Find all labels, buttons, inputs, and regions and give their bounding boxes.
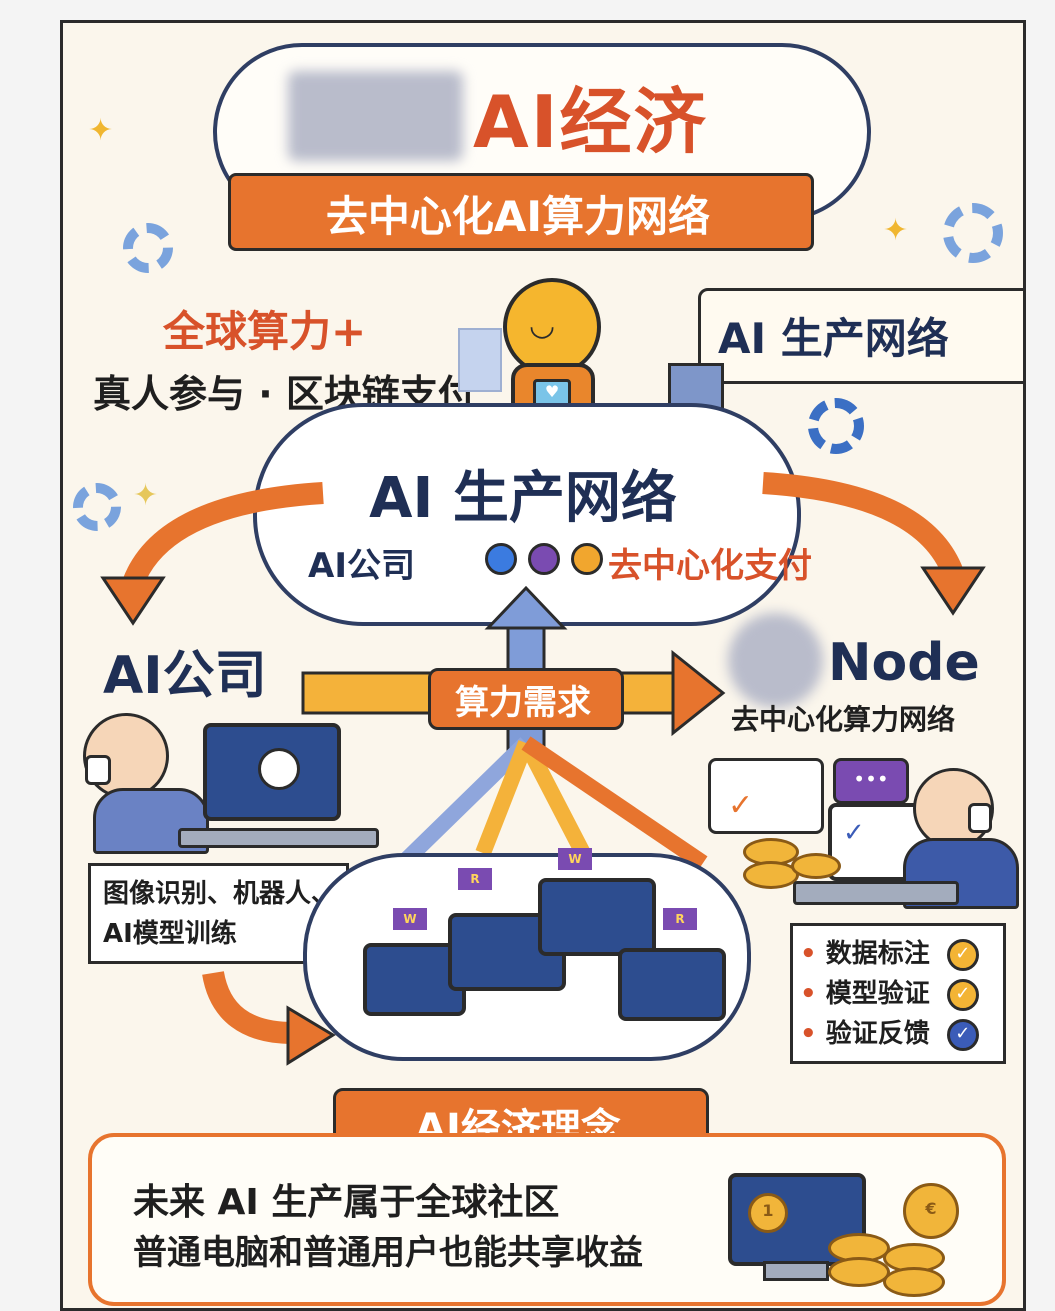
redacted-brand bbox=[288, 71, 463, 161]
node-monitor-check-icon: ✓ bbox=[843, 818, 865, 848]
node-title: Node bbox=[828, 633, 980, 693]
task-item-model-validation: • 模型验证 ✓ bbox=[800, 973, 979, 1011]
checkmark-icon: ✓ bbox=[946, 938, 979, 971]
flag-icon: W bbox=[558, 848, 592, 870]
production-network-label: AI 生产网络 bbox=[718, 314, 949, 363]
robot-face: ◡ bbox=[529, 308, 556, 343]
redacted-node-brand bbox=[728, 613, 823, 708]
coin-stack-icon bbox=[828, 1257, 890, 1287]
central-ai-company-label: AI公司 bbox=[308, 546, 415, 586]
arrow-right-head bbox=[920, 566, 986, 616]
central-payment-label: 去中心化支付 bbox=[608, 546, 812, 586]
headset-icon bbox=[85, 755, 111, 785]
sparkle-icon: ✦ bbox=[883, 213, 909, 248]
task-item-data-labeling: • 数据标注 ✓ bbox=[800, 933, 979, 971]
node-subtitle: 去中心化算力网络 bbox=[731, 703, 956, 736]
global-compute-heading: 全球算力+ bbox=[163, 307, 367, 356]
robot-face-icon bbox=[258, 748, 300, 790]
philosophy-line-1: 未来 AI 生产属于全球社区 bbox=[133, 1182, 560, 1223]
location-pin-icon bbox=[571, 543, 603, 575]
sparkle-icon: ✦ bbox=[133, 478, 159, 513]
subtitle-text: 去中心化AI算力网络 bbox=[325, 192, 711, 241]
distribution-beam bbox=[518, 739, 591, 857]
distribution-beam bbox=[475, 740, 534, 856]
flag-icon: R bbox=[663, 908, 697, 930]
checkmark-icon: ✓ bbox=[946, 1018, 979, 1051]
gear-icon bbox=[943, 203, 1003, 263]
flag-icon: W bbox=[393, 908, 427, 930]
task-label: 验证反馈 bbox=[825, 1019, 930, 1049]
checkmark-icon: ✓ bbox=[946, 978, 979, 1011]
task-card-check-icon: ✓ bbox=[728, 788, 754, 823]
flag-icon: R bbox=[458, 868, 492, 890]
distribution-beam bbox=[521, 736, 708, 870]
task-card bbox=[708, 758, 824, 834]
arrow-right-curve bbox=[762, 472, 964, 578]
demand-label: 算力需求 bbox=[455, 683, 591, 723]
upward-arrow-head bbox=[484, 585, 568, 630]
services-line-2: AI模型训练 bbox=[103, 919, 237, 949]
arrow-left-head bbox=[100, 576, 166, 626]
network-computer bbox=[618, 948, 726, 1021]
central-cloud-title: AI 生产网络 bbox=[369, 466, 677, 531]
production-network-panel bbox=[698, 288, 1023, 384]
task-label: 模型验证 bbox=[825, 979, 930, 1009]
poster: ✦ ✦ ✦ ✦ AI经济 去中心化AI算力网络 全球算力+ 真人参与 · 区块链… bbox=[60, 20, 1026, 1311]
gear-icon bbox=[808, 398, 864, 454]
coin-stack-icon bbox=[883, 1267, 945, 1297]
headset-icon bbox=[968, 803, 992, 833]
network-computer bbox=[538, 878, 656, 956]
gear-icon bbox=[73, 483, 121, 531]
desk bbox=[793, 881, 959, 905]
dollar-coin-icon: 1 bbox=[748, 1193, 788, 1233]
ai-company-title: AI公司 bbox=[103, 646, 267, 706]
node-person-avatar bbox=[913, 768, 994, 849]
philosophy-line-2: 普通电脑和普通用户也能共享收益 bbox=[133, 1233, 643, 1273]
location-pin-icon bbox=[485, 543, 517, 575]
gear-icon bbox=[123, 223, 173, 273]
building bbox=[458, 328, 502, 392]
monitor-stand bbox=[178, 828, 379, 848]
arrow-left-curve bbox=[122, 482, 324, 588]
bottom-computer-stand bbox=[763, 1261, 829, 1281]
arrow-bottom-left-head bbox=[286, 1005, 336, 1066]
subtitle-ribbon bbox=[228, 173, 814, 251]
chat-bubble-icon: ••• bbox=[833, 758, 909, 804]
task-item-verification-feedback: • 验证反馈 ✓ bbox=[800, 1013, 979, 1051]
dollar-coin-icon: € bbox=[903, 1183, 959, 1239]
distribution-beam bbox=[397, 737, 532, 869]
sparkle-icon: ✦ bbox=[88, 113, 114, 148]
location-pin-icon bbox=[528, 543, 560, 575]
main-title: AI经济 bbox=[473, 80, 708, 164]
task-label: 数据标注 bbox=[825, 939, 930, 969]
services-line-1: 图像识别、机器人、 bbox=[103, 879, 338, 909]
demand-arrow-head bbox=[671, 649, 726, 737]
arrow-bottom-left-curve bbox=[202, 970, 294, 1044]
demand-ribbon bbox=[428, 668, 624, 730]
coin-stack-icon bbox=[791, 853, 841, 879]
